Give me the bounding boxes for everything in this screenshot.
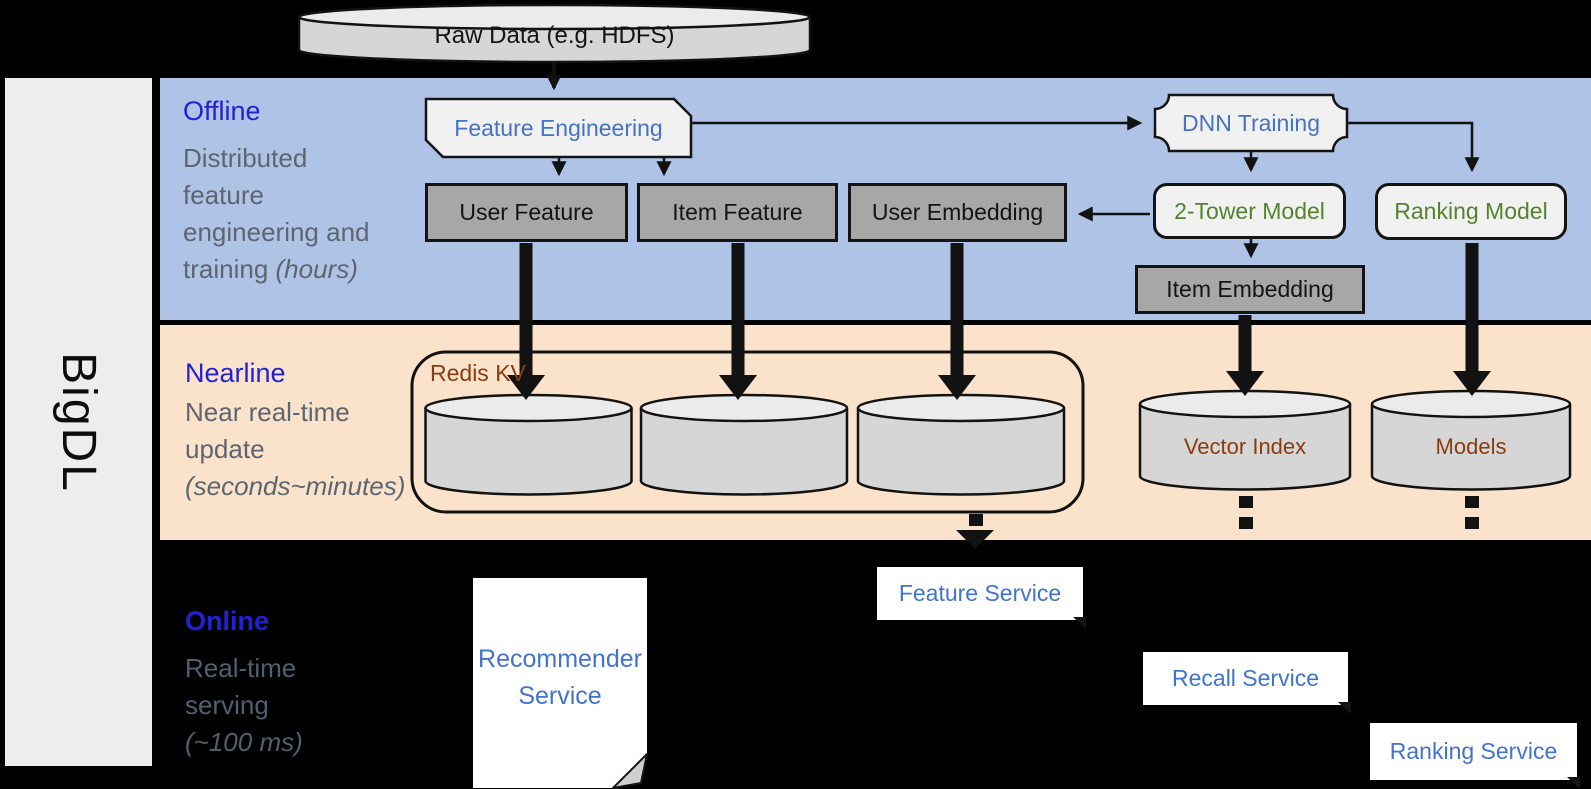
offline-lane-title: Offline xyxy=(183,96,261,126)
online-lane-description: Real-time serving (~100 ms) xyxy=(185,653,303,757)
feature-engineering-label: Feature Engineering xyxy=(454,114,663,141)
offline-lane-description: Distributed feature engineering and trai… xyxy=(183,143,370,284)
bigdl-sidebar: BigDL xyxy=(5,78,152,766)
ranking-model-node: Ranking Model xyxy=(1375,183,1567,240)
nearline-lane-description: Near real-time update (seconds~minutes) xyxy=(185,397,406,501)
bigdl-brand-label: BigDL xyxy=(51,351,105,493)
feature-service-node: Feature Service xyxy=(877,567,1086,629)
redis-kv-label: Redis KV xyxy=(430,359,526,386)
item-feature-node: Item Feature xyxy=(637,183,838,242)
user-embedding-node: User Embedding xyxy=(848,183,1067,242)
vector-index-label: Vector Index xyxy=(1183,434,1307,459)
item-embedding-node: Item Embedding xyxy=(1135,265,1365,314)
nearline-lane-title: Nearline xyxy=(185,358,286,388)
user-feature-node: User Feature xyxy=(425,183,628,242)
online-lane-title: Online xyxy=(185,606,270,636)
recommender-service-label: Recommender Service xyxy=(478,644,642,711)
ranking-service-node: Ranking Service xyxy=(1370,723,1580,789)
models-label: Models xyxy=(1435,434,1507,459)
raw-data-label: Raw Data (e.g. HDFS) xyxy=(434,22,675,49)
dnn-training-label: DNN Training xyxy=(1181,109,1321,136)
two-tower-model-node: 2-Tower Model xyxy=(1153,183,1346,239)
recall-service-node: Recall Service xyxy=(1143,652,1351,714)
